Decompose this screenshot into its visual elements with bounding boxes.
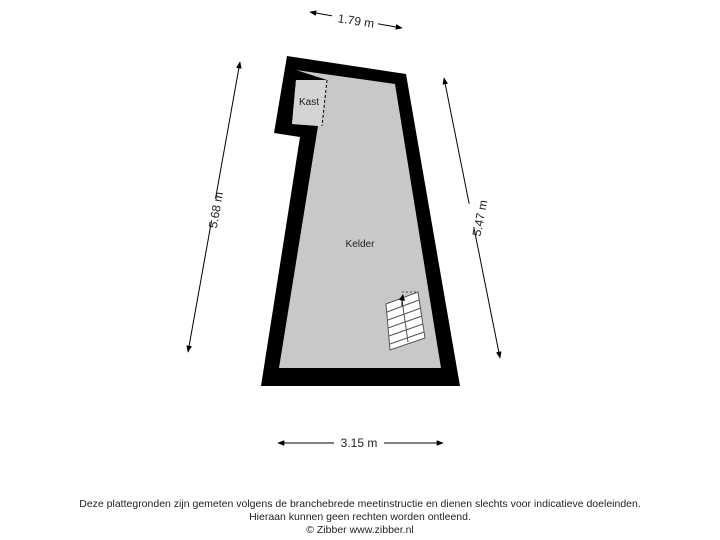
dimension-label-bottom: 3.15 m xyxy=(341,436,378,450)
floor-area xyxy=(279,70,441,368)
staircase xyxy=(385,291,426,351)
disclaimer: Deze plattegronden zijn gemeten volgens … xyxy=(0,498,720,537)
dimension-label-top: 1.79 m xyxy=(337,11,375,31)
copyright-notice[interactable]: © Zibber www.zibber.nl xyxy=(306,524,414,536)
dimension-label-left: 5.68 m xyxy=(206,191,226,230)
floor-plan: Kelder Kast 1.79 m 5.68 m 5.47 m 3.15 m xyxy=(186,10,502,450)
room-label-kelder: Kelder xyxy=(346,239,376,250)
closet-divider xyxy=(321,79,328,127)
dimension-label-right: 5.47 m xyxy=(470,199,491,238)
stair-direction-arrow xyxy=(399,294,405,301)
closet-area xyxy=(292,80,327,126)
room-label-kast: Kast xyxy=(299,97,319,108)
disclaimer-line-1: Deze plattegronden zijn gemeten volgens … xyxy=(79,498,641,510)
disclaimer-line-2: Hieraan kunnen geen rechten worden ontle… xyxy=(249,511,471,523)
